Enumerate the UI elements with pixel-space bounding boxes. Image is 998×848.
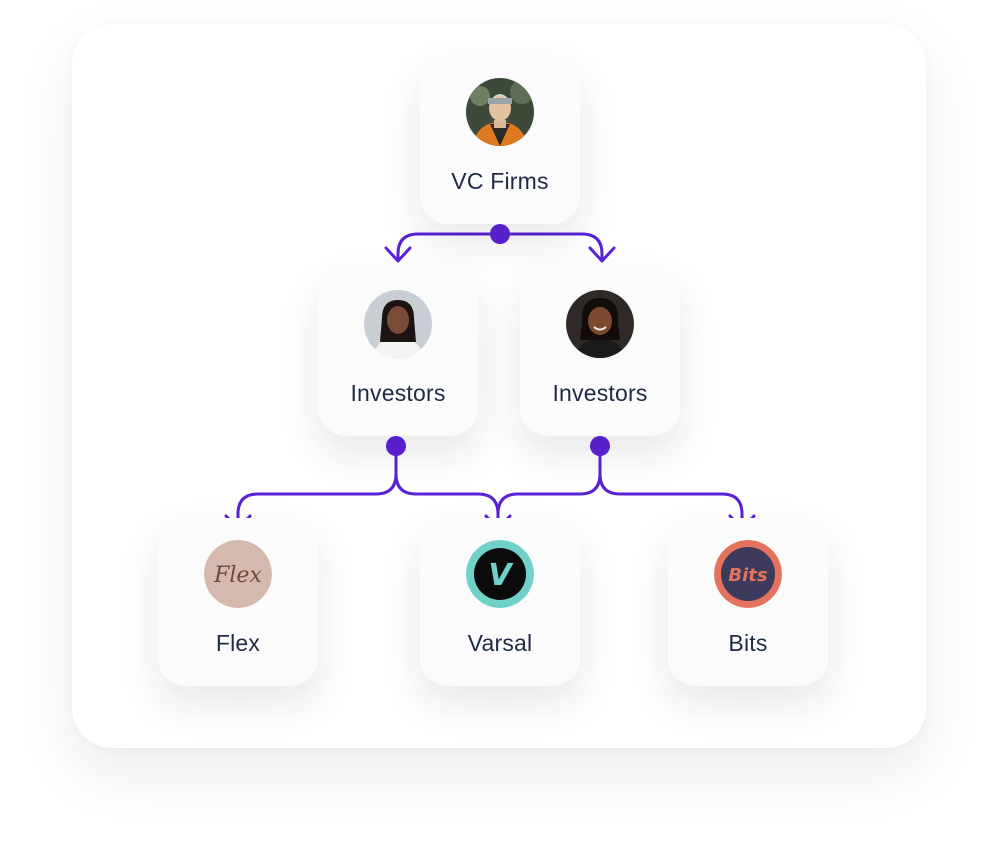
- bits-logo-text: Bits: [728, 565, 767, 586]
- flex-logo-text: Flex: [213, 563, 262, 588]
- node-label: Bits: [728, 630, 768, 656]
- node-bits[interactable]: Bits Bits: [668, 518, 828, 686]
- node-label: VC Firms: [451, 168, 549, 194]
- node-vc-firms[interactable]: VC Firms: [420, 56, 580, 224]
- person-avatar-icon: [364, 290, 432, 358]
- node-label: Varsal: [467, 630, 533, 656]
- node-label: Flex: [215, 630, 261, 656]
- node-label: Investors: [552, 380, 648, 406]
- varsal-logo-text: V: [488, 558, 514, 593]
- person-avatar-icon: [466, 78, 534, 146]
- varsal-logo-icon: V: [466, 540, 534, 608]
- node-flex[interactable]: Flex Flex: [158, 518, 318, 686]
- node-investors-2[interactable]: Investors: [520, 268, 680, 436]
- person-avatar-icon: [566, 290, 634, 358]
- bits-logo-icon: Bits: [714, 540, 782, 608]
- node-label: Investors: [350, 380, 446, 406]
- node-varsal[interactable]: V Varsal: [420, 518, 580, 686]
- flex-logo-icon: Flex: [204, 540, 272, 608]
- node-investors-1[interactable]: Investors: [318, 268, 478, 436]
